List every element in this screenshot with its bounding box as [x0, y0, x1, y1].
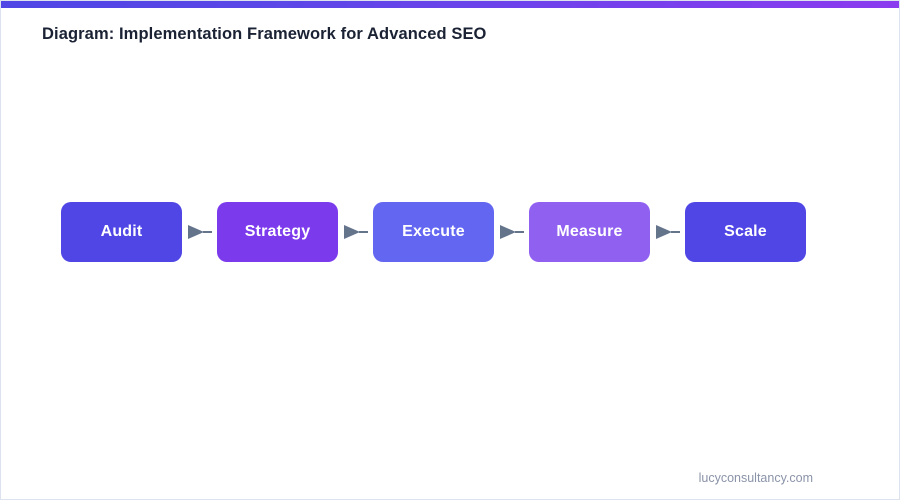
flow-node-label: Measure: [556, 223, 623, 240]
footer-source-label: lucyconsultancy.com: [698, 471, 813, 485]
flow-node-strategy[interactable]: Strategy: [217, 202, 338, 262]
flow-node-execute[interactable]: Execute: [373, 202, 494, 262]
flow-connector-4: [650, 202, 685, 262]
flow-connector-2: [338, 202, 373, 262]
arrow-right-icon: [343, 225, 368, 239]
arrow-right-icon: [499, 225, 524, 239]
flow-node-label: Strategy: [244, 223, 311, 240]
process-flow-diagram: Audit Strategy Execute Measure Scale: [61, 202, 806, 262]
flow-node-label: Execute: [402, 223, 465, 240]
flow-node-label: Audit: [100, 223, 143, 240]
flow-node-measure[interactable]: Measure: [529, 202, 650, 262]
arrow-right-icon: [655, 225, 680, 239]
flow-node-scale[interactable]: Scale: [685, 202, 806, 262]
top-accent-bar: [1, 1, 899, 8]
flow-connector-1: [182, 202, 217, 262]
arrow-right-icon: [187, 225, 212, 239]
page-title: Diagram: Implementation Framework for Ad…: [42, 25, 487, 43]
flow-connector-3: [494, 202, 529, 262]
flow-node-label: Scale: [724, 223, 767, 240]
flow-node-audit[interactable]: Audit: [61, 202, 182, 262]
